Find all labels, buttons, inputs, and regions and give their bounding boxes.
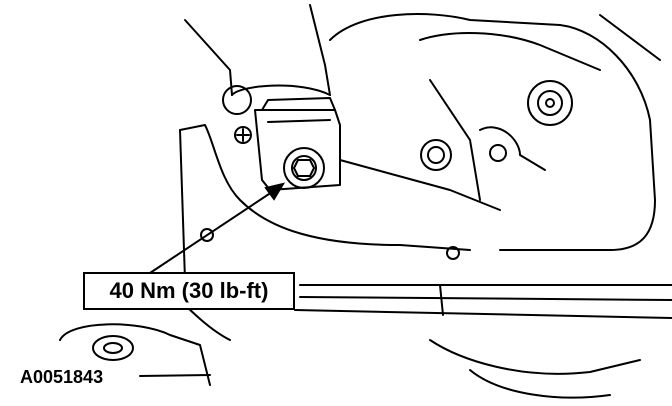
housing-inner-outline <box>419 32 601 71</box>
left-plate-hole <box>200 228 214 242</box>
housing-top-right-edge <box>599 14 661 61</box>
right-boss-inner <box>545 98 555 108</box>
pivot-boss-outer <box>420 139 452 171</box>
upper-arm-left-edge <box>184 19 233 96</box>
pivot-boss-inner <box>427 146 445 164</box>
bolt-inner <box>291 155 317 181</box>
figure-id-label: A0051843 <box>20 367 104 387</box>
support-link <box>429 79 481 201</box>
housing-outer-outline <box>329 13 656 251</box>
upper-arm-right-edge <box>309 4 331 96</box>
small-screw-slot <box>236 128 250 142</box>
lower-housing-outline <box>429 339 641 375</box>
right-boss-outer <box>527 80 573 126</box>
slotted-tab <box>479 126 546 171</box>
figure-id-leader <box>139 374 211 377</box>
left-pivot <box>222 85 252 115</box>
lower-bracket-outline <box>59 323 211 386</box>
lower-housing-inner <box>469 369 611 399</box>
torque-spec-label: 40 Nm (30 lb-ft) <box>83 272 295 310</box>
shaft-bottom-edge <box>294 309 672 319</box>
lower-bracket-hole <box>92 335 134 361</box>
lower-middle-hole <box>446 246 460 260</box>
shaft-collar <box>439 284 444 316</box>
slotted-tab-hole <box>489 144 507 162</box>
callout-arrow <box>149 182 286 274</box>
bracket-block-top-face <box>261 97 336 111</box>
bolt-outer <box>283 147 325 189</box>
bracket-block-inner-edge <box>267 119 331 123</box>
left-plate-edge <box>179 129 186 281</box>
right-boss-middle <box>537 90 563 116</box>
shaft-highlight <box>299 296 672 301</box>
upper-arm-cap <box>231 84 331 96</box>
lower-bracket-hole-inner <box>103 342 123 354</box>
left-plate-outline <box>179 124 471 251</box>
link-rod <box>339 159 501 211</box>
small-screw <box>234 126 252 144</box>
bolt-torx-head <box>293 159 315 177</box>
